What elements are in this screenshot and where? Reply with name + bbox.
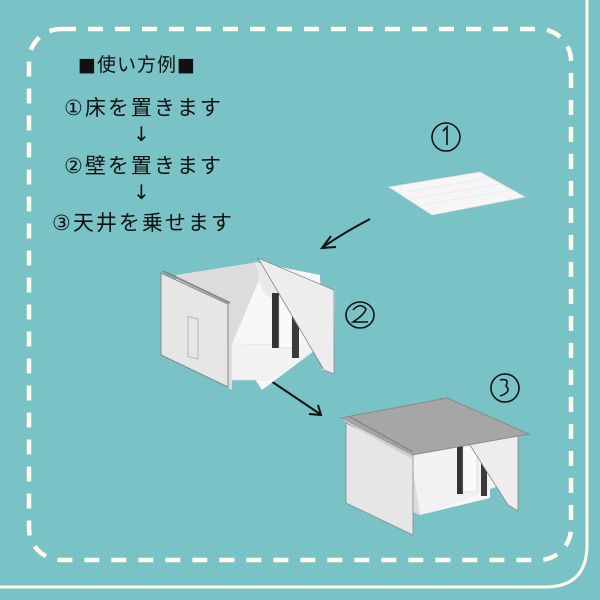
down-arrow-icon: ↓ (133, 180, 150, 204)
number-1-icon (431, 122, 461, 152)
down-arrow-icon: ↓ (133, 122, 150, 146)
room-walls (160, 257, 335, 390)
step-3-text: ③天井を乗せます (52, 211, 234, 235)
arrow-2-to-3-icon (267, 378, 323, 417)
number-2-icon (345, 301, 375, 329)
floor-panel (387, 171, 527, 216)
step-1-text: ①床を置きます (64, 96, 223, 120)
number-3-icon (490, 373, 520, 403)
room-with-ceiling (339, 397, 531, 536)
section-title: ■使い方例■ (78, 54, 196, 76)
arrow-1-to-2-icon (319, 218, 371, 250)
step-2-text: ②壁を置きます (64, 154, 223, 178)
